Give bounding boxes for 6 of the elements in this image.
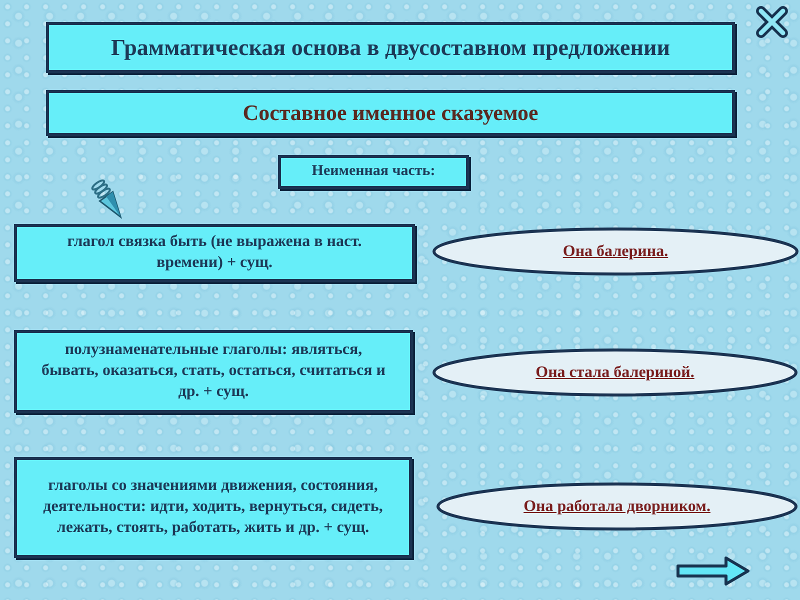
example-oval: Она работала дворником. <box>436 482 798 531</box>
example-oval: Она балерина. <box>432 227 799 276</box>
example-oval: Она стала балериной. <box>432 348 798 397</box>
section-label-box: Неименная часть: <box>278 155 469 189</box>
title-banner: Грамматическая основа в двусоставном предложении <box>46 22 735 73</box>
subtitle-banner: Составное именное сказуемое <box>46 90 735 136</box>
